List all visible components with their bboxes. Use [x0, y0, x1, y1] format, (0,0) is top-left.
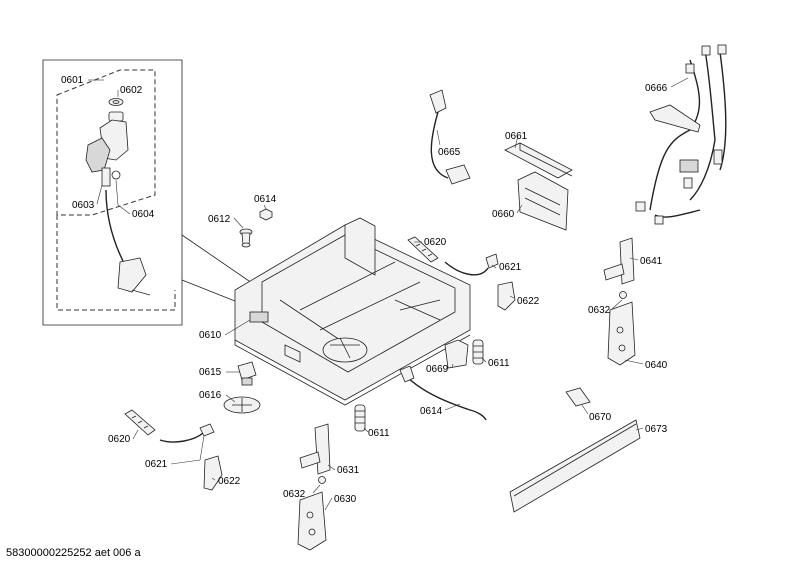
- label-0620-left: 0620: [108, 434, 131, 445]
- kickplate: [509, 419, 641, 513]
- aquastop-valve: [85, 98, 151, 296]
- foot-screw: [239, 228, 253, 248]
- label-0622-right: 0622: [517, 296, 540, 307]
- clip: [237, 361, 257, 386]
- nut: [259, 208, 273, 221]
- hinge-right: [603, 237, 636, 366]
- label-0621-left: 0621: [145, 459, 168, 470]
- label-0615: 0615: [199, 367, 222, 378]
- label-0673: 0673: [645, 424, 668, 435]
- label-0661: 0661: [505, 131, 528, 142]
- label-0670: 0670: [589, 412, 612, 423]
- label-0621-right: 0621: [499, 262, 522, 273]
- label-0611-mid: 0611: [368, 428, 390, 439]
- leader-lines: [88, 77, 689, 511]
- base-tub: [234, 217, 471, 406]
- label-0641: 0641: [640, 256, 663, 267]
- label-0620-right: 0620: [424, 237, 447, 248]
- latch: [444, 339, 469, 369]
- spring-mid: [354, 404, 366, 432]
- label-0612: 0612: [208, 214, 231, 225]
- small-bracket: [565, 387, 591, 407]
- label-0614-mid: 0614: [420, 406, 443, 417]
- part-labels: 0601 0602 0603 0604 0612 0614 0610 0615 …: [61, 75, 668, 505]
- label-0660: 0660: [492, 209, 515, 220]
- label-0630: 0630: [334, 494, 357, 505]
- hinge-left: [297, 423, 331, 551]
- label-0603: 0603: [72, 200, 95, 211]
- label-0616: 0616: [199, 390, 222, 401]
- level-bolt: [124, 409, 156, 436]
- label-0640: 0640: [645, 360, 668, 371]
- drain-hose-plug: [429, 89, 471, 185]
- label-0611-right: 0611: [488, 358, 510, 369]
- spring-right: [472, 339, 484, 365]
- document-id: 58300000225252 aet 006 a: [6, 547, 141, 559]
- label-0604: 0604: [132, 209, 155, 220]
- label-0602: 0602: [120, 85, 143, 96]
- panel-insert: [504, 142, 573, 231]
- label-0610: 0610: [199, 330, 222, 341]
- cable-right: [444, 261, 489, 276]
- cable-mid: [404, 374, 487, 421]
- level-bolt-right: [407, 236, 439, 263]
- bracket: [203, 455, 223, 491]
- bracket-right: [497, 281, 516, 311]
- label-0622-left: 0622: [218, 476, 241, 487]
- label-0632-right: 0632: [588, 305, 611, 316]
- label-0601: 0601: [61, 75, 84, 86]
- label-0632-left: 0632: [283, 489, 306, 500]
- label-0614-top: 0614: [254, 194, 277, 205]
- wiring-harness: [635, 44, 727, 225]
- label-0666: 0666: [645, 83, 668, 94]
- label-0631: 0631: [337, 465, 360, 476]
- label-0669: 0669: [426, 364, 449, 375]
- label-0665: 0665: [438, 147, 461, 158]
- detail-inset: [42, 59, 266, 326]
- cable: [159, 432, 204, 443]
